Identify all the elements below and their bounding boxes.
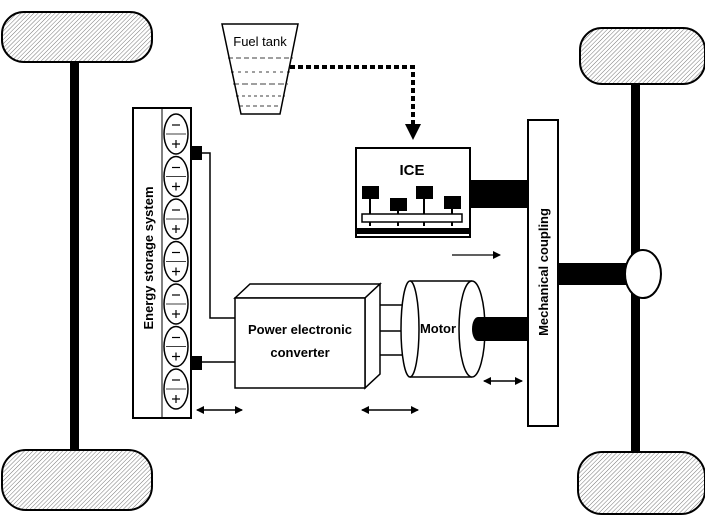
front-left-wheel bbox=[1, 11, 153, 63]
rear-right-wheel bbox=[577, 451, 705, 515]
battery-cell bbox=[163, 198, 189, 240]
battery-cell bbox=[163, 368, 189, 410]
motor-label: Motor bbox=[420, 321, 456, 336]
ice-piston bbox=[416, 186, 433, 199]
rear-left-wheel bbox=[1, 449, 153, 511]
battery-cell bbox=[163, 283, 189, 325]
converter-label-line2: converter bbox=[270, 345, 329, 360]
ice-piston bbox=[444, 196, 461, 209]
converter-label-line1: Power electronic bbox=[248, 322, 352, 337]
battery-cell bbox=[163, 325, 189, 368]
front-right-wheel bbox=[579, 27, 705, 85]
energy-storage-system: Energy storage system bbox=[132, 107, 192, 419]
fuel-line-arrowhead bbox=[405, 124, 421, 140]
battery-wire-top bbox=[202, 152, 235, 319]
left-axle bbox=[70, 58, 79, 456]
output-shaft bbox=[558, 263, 632, 285]
battery-cell bbox=[163, 155, 189, 198]
battery-terminal-bottom bbox=[191, 356, 202, 370]
battery-cell bbox=[163, 240, 189, 283]
ice-block: ICE bbox=[355, 147, 471, 238]
ice-piston bbox=[362, 186, 379, 199]
energy-storage-label: Energy storage system bbox=[141, 186, 156, 329]
fuel-line bbox=[290, 65, 415, 125]
battery-cell bbox=[163, 113, 189, 155]
power-electronic-converter: Power electronic converter bbox=[233, 282, 382, 390]
ice-label: ICE bbox=[399, 162, 424, 179]
fuel-tank-label: Fuel tank bbox=[233, 34, 287, 49]
ice-piston bbox=[390, 198, 407, 211]
differential bbox=[624, 249, 662, 299]
motor-shaft bbox=[472, 317, 528, 341]
fuel-tank: Fuel tank bbox=[221, 23, 299, 115]
ice-shaft bbox=[470, 180, 528, 208]
mechanical-coupling-label: Mechanical coupling bbox=[536, 208, 551, 336]
battery-terminal-top bbox=[191, 146, 202, 160]
motor: Motor bbox=[400, 280, 486, 378]
mechanical-coupling: Mechanical coupling bbox=[527, 119, 559, 427]
